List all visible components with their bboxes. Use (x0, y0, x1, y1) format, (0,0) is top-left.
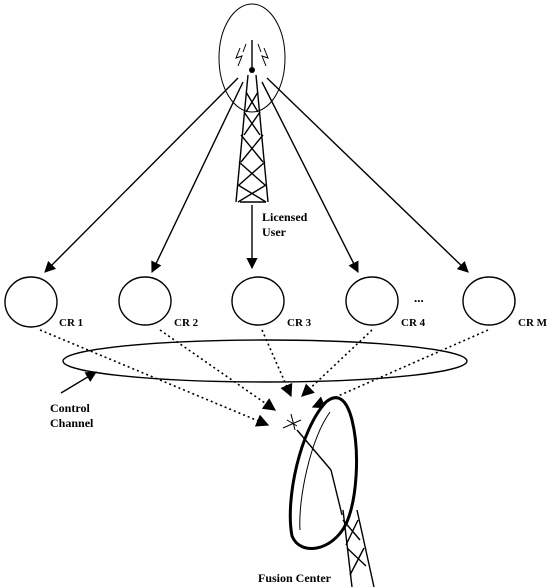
cr-label-m: CR M (518, 317, 548, 329)
cr-node-1 (5, 277, 57, 327)
control-channel-pointer (61, 372, 96, 393)
licensed-user-label-line2: User (262, 225, 287, 239)
cr-node-m (463, 277, 515, 325)
control-channel-label-line1: Control (50, 401, 90, 415)
cr-label-2: CR 2 (174, 317, 199, 329)
fusion-center-label: Fusion Center (258, 571, 332, 585)
spark-icon (283, 414, 301, 430)
control-channel-ellipse (63, 340, 467, 382)
cr-node-3 (232, 277, 284, 325)
cr-node-4 (346, 277, 398, 325)
cr-label-3: CR 3 (287, 317, 312, 329)
cr-ellipsis: ... (414, 290, 424, 305)
cr-label-4: CR 4 (401, 317, 426, 329)
cr-label-1: CR 1 (59, 317, 83, 329)
fusion-center-dish (283, 398, 374, 587)
cr-node-2 (119, 277, 171, 325)
lattice-tower-icon (236, 75, 268, 202)
licensed-signal-arrows (45, 78, 468, 272)
control-channel-label-line2: Channel (50, 416, 94, 430)
report-arrows (40, 330, 488, 425)
licensed-user-tower (219, 4, 285, 202)
licensed-user-label-line1: Licensed (262, 210, 308, 224)
